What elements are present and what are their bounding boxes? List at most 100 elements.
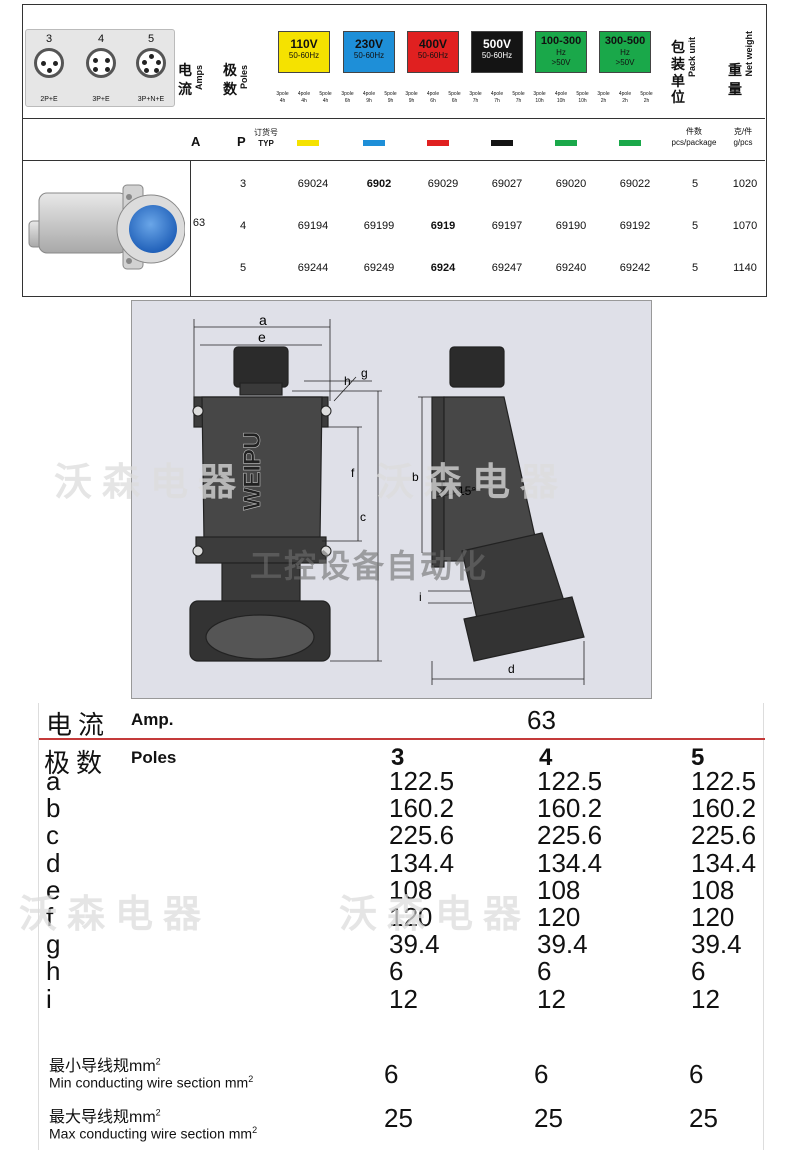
clock-position-label: 4pole 4h: [297, 91, 311, 104]
superscript: 2: [248, 1074, 254, 1084]
min-wire-en-text: Min conducting wire section mm: [49, 1074, 249, 1091]
clock-position-label: 5pole 6h: [448, 91, 461, 104]
voltage-value: 100-300: [540, 35, 582, 47]
dimension-value: 122.5: [389, 766, 455, 796]
dimension-key: h: [46, 956, 61, 987]
voltage-color-swatch: [619, 140, 641, 146]
dimension-value: 39.4: [537, 929, 588, 960]
socket-face-icon: [86, 48, 116, 78]
order-code: 69249: [363, 262, 395, 274]
min-wire-val-3: 6: [384, 1059, 399, 1089]
order-code: 69242: [619, 262, 651, 274]
dimension-value: 108: [389, 874, 433, 905]
dimension-key: i: [46, 983, 52, 1014]
dimension-value: 120: [537, 902, 581, 932]
max-wire-val-5: 25: [689, 1103, 718, 1133]
dimension-value: 12: [537, 983, 566, 1014]
order-code: 69247: [491, 262, 523, 274]
min-wire-label-en: Min conducting wire section mm2: [49, 1074, 253, 1091]
dimension-key: f: [46, 902, 54, 932]
pin-label: 3P+N+E: [137, 96, 165, 103]
net-weight: 1020: [732, 178, 758, 190]
dimension-drawing: WEIPU a e g h f c: [54, 300, 652, 699]
dimension-key: b: [46, 793, 61, 824]
dimension-value: 12: [389, 983, 418, 1014]
g-pcs-label: 克/件 g/pcs: [723, 126, 763, 148]
clock-position-label: 5pole 4h: [319, 91, 332, 104]
spec-table: 3 2P+E 4 3P+E 5 3P+N+E 电流: [22, 4, 767, 297]
net-weight: 1140: [733, 262, 757, 274]
dimension-value: 225.6: [389, 820, 455, 851]
clock-position-label: 4pole 7h: [490, 91, 504, 104]
dim-label-f: f: [351, 466, 355, 480]
order-code: 69192: [619, 220, 651, 232]
amps-unit: A: [191, 134, 201, 149]
pole-count: 5: [239, 262, 247, 274]
dimension-value: 6: [691, 956, 706, 987]
amp-label-cn: 电流: [46, 710, 111, 740]
dim-label-i: i: [419, 590, 422, 604]
pin-number: 3: [45, 33, 53, 45]
pack-unit-label-en: Pack unit: [687, 37, 697, 78]
order-code: 6902: [366, 178, 392, 190]
watermark-table-left: 沃森电器: [19, 891, 212, 936]
poles-label-en: Poles: [131, 748, 177, 767]
voltage-frequency: 50-60Hz: [353, 51, 385, 60]
watermark-table-right: 沃森电器: [339, 891, 532, 936]
clock-position-label: 3pole 10h: [533, 91, 546, 104]
order-code: 69199: [363, 220, 395, 232]
dimension-value: 6: [537, 956, 552, 987]
dim-label-g: g: [361, 366, 368, 380]
spec-subheader: A P 订货号 TYP 件数 pcs/package 克/件 g/pcs: [23, 119, 765, 161]
pcs-package-label: 件数 pcs/package: [663, 126, 725, 148]
order-code: 69240: [555, 262, 587, 274]
pcs-package-cn: 件数: [686, 127, 702, 136]
clock-position-label: 4pole 10h: [554, 91, 568, 104]
dimension-value: 122.5: [537, 766, 603, 796]
clock-position-label: 4pole 2h: [618, 91, 632, 104]
voltage-frequency: 50-60Hz: [288, 51, 320, 60]
min-wire-val-4: 6: [534, 1059, 549, 1089]
voltage-min: >50V: [551, 58, 571, 67]
dimension-value: 134.4: [691, 847, 757, 878]
voltage-value: 500V: [482, 37, 512, 51]
voltage-frequency: 50-60Hz: [417, 51, 449, 60]
order-code: 69244: [297, 262, 329, 274]
order-code: 69027: [491, 178, 523, 190]
pack-unit-label-cn: 包装单位: [671, 39, 685, 106]
dim-label-b: b: [412, 470, 419, 484]
dimension-value: 160.2: [691, 793, 757, 824]
amp-value: 63: [527, 705, 556, 735]
order-code: 6919: [430, 220, 456, 232]
dim-label-angle: 15°: [458, 484, 476, 498]
dimension-value: 225.6: [691, 820, 757, 851]
order-number-label: 订货号 TYP: [248, 127, 284, 149]
max-wire-label-en: Max conducting wire section mm2: [49, 1125, 257, 1142]
net-weight-label-cn: 重量: [728, 62, 742, 97]
voltage-value: 230V: [354, 37, 384, 51]
max-wire-val-3: 25: [384, 1103, 413, 1133]
pack-quantity: 5: [691, 178, 699, 190]
voltage-color-swatch: [491, 140, 513, 146]
pack-quantity: 5: [691, 220, 699, 232]
net-weight: 1070: [732, 220, 758, 232]
dimension-value: 134.4: [389, 847, 455, 878]
watermark-right: 沃森电器: [376, 459, 569, 504]
max-wire-val-4: 25: [534, 1103, 563, 1133]
pole-4-header: 4: [539, 744, 553, 771]
dimension-value: 122.5: [691, 766, 757, 796]
dim-label-d: d: [508, 662, 515, 676]
poles-unit: P: [237, 134, 246, 149]
clock-position-label: 3pole 7h: [469, 91, 482, 104]
pole-3-header: 3: [391, 744, 405, 771]
clock-position-label: 3pole 2h: [597, 91, 610, 104]
superscript: 2: [155, 1056, 161, 1067]
